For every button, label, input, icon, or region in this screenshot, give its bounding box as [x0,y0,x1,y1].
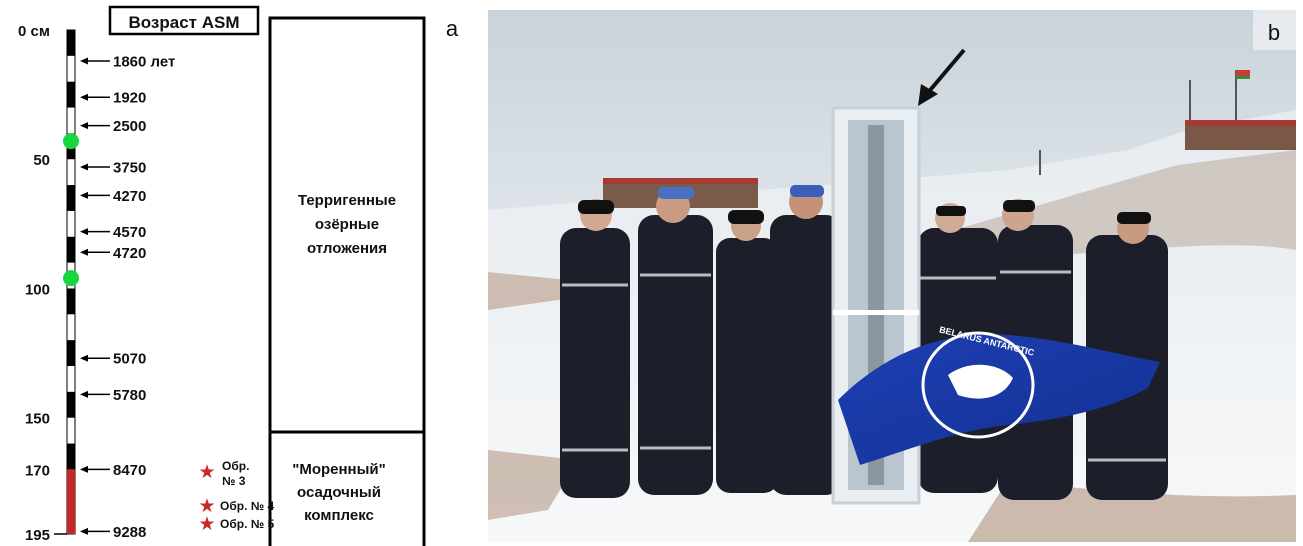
core-segment-black [67,340,75,366]
pointer-arrow [924,48,966,97]
unit-1-line-2: озёрные [315,216,379,233]
sample-4-label: Обр. № 4 [220,499,274,513]
expedition-photo: BELARUS ANTARCTIC b [488,10,1296,542]
age-label-10: 8470 [113,462,146,479]
core-column [63,29,79,535]
depth-label-100: 100 [25,281,50,298]
foreground-rocks-left [488,450,578,520]
sample-3-label-line-2: № 3 [222,474,246,488]
expedition-flag [838,334,1160,465]
age-arrowhead-2 [80,93,88,101]
sample-5-label: Обр. № 5 [220,517,274,531]
core-segment-black [67,288,75,315]
unit-2-line-3: комплекс [304,507,374,524]
age-arrowhead-8 [80,354,88,362]
age-arrowhead-6 [80,228,88,236]
age-labels: 1860 лет 1920 2500 3750 4270 4570 4720 5070 5780… [80,54,175,541]
age-arrowhead-11 [80,527,88,535]
person-3 [716,238,778,493]
depth-label-50: 50 [33,152,50,169]
core-segment-black [67,30,75,56]
person-4 [770,215,842,495]
sample-star-4: ★ [198,496,215,517]
core-segment-moraine [67,469,75,534]
age-arrowhead-3 [80,122,88,130]
core-column-svg: 0 см 50 100 150 170 195 1860 лет 1920 2500 3750 4… [18,5,459,546]
unit-1-line-3: отложения [307,240,387,257]
age-arrowhead-5 [80,191,88,199]
unit-2-line-1: "Моренный" [292,461,386,478]
panel-label-b: b [1268,20,1280,45]
sample-3-label-line-1: Обр. [222,459,249,473]
rock-patch-left [488,272,628,310]
age-arrowhead-1 [80,57,88,65]
core-segment-black [67,236,75,263]
flag-emblem [921,331,1035,439]
person-2 [638,215,713,495]
photo-svg: BELARUS ANTARCTIC b [488,10,1296,542]
header-title: Возраст ASM [128,13,239,32]
core-segment-black [67,443,75,470]
core-segment-black [67,185,75,211]
panel-label-a: a [446,16,459,41]
sample-star-5: ★ [198,514,215,535]
unit-box-lacustrine [268,16,426,434]
age-arrowhead-4 [80,163,88,171]
unit-1-line-1: Терригенные [298,192,396,209]
green-dating-point-1 [63,133,79,150]
age-label-1: 1860 лет [113,54,175,71]
age-label-7: 4720 [113,245,146,262]
sample-star-3: ★ [198,462,215,483]
reflective-stripes [562,270,1166,462]
person-1 [560,228,630,498]
pointer-arrowhead [918,84,938,106]
core-column-diagram: 0 см 50 100 150 170 195 1860 лет 1920 2500 3750 4… [0,0,470,546]
core-segment-black [67,81,75,108]
age-arrowhead-10 [80,465,88,473]
green-dating-point-2 [63,270,79,287]
core-segment-black [67,391,75,418]
depth-label-150: 150 [25,411,50,428]
flag-on-pole [1236,70,1250,79]
age-arrowhead-9 [80,390,88,398]
unit-2-line-2: осадочный [297,484,381,501]
depth-label-0: 0 см [18,23,50,40]
age-label-5: 4270 [113,188,146,205]
depth-label-170: 170 [25,462,50,479]
age-label-11: 9288 [113,524,146,541]
depth-label-195: 195 [25,527,50,544]
age-arrowhead-7 [80,248,88,256]
age-label-6: 4570 [113,224,146,241]
depth-axis-labels: 0 см 50 100 150 170 195 [18,23,67,544]
header-box [108,5,260,36]
age-label-9: 5780 [113,387,146,404]
age-label-2: 1920 [113,90,146,107]
age-label-8: 5070 [113,351,146,368]
age-label-3: 2500 [113,118,146,135]
age-label-4: 3750 [113,159,146,176]
